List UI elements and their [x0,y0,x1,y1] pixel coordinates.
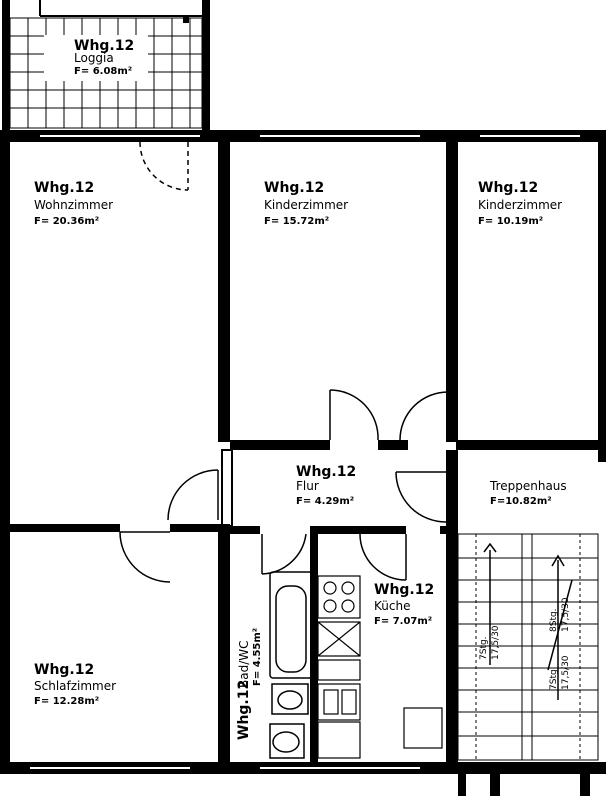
room-label-schlafzimmer: Whg.12 Schlafzimmer F= 12.28m² [34,662,116,707]
svg-text:F=10.82m²: F=10.82m² [490,496,552,507]
bathtub [269,571,313,679]
svg-text:Treppenhaus: Treppenhaus [489,479,567,493]
washbasin [271,683,309,715]
svg-text:Whg.12: Whg.12 [34,180,94,196]
svg-text:Küche: Küche [374,599,410,613]
svg-text:Flur: Flur [296,479,319,493]
stairwell [457,533,599,761]
svg-text:Wohnzimmer: Wohnzimmer [34,198,113,212]
svg-text:Loggia: Loggia [74,51,114,65]
svg-text:F= 20.36m²: F= 20.36m² [34,216,99,227]
stair-label-right-lower: 7Stg. 17,5/30 [549,655,571,690]
svg-text:17,5/30: 17,5/30 [491,625,501,660]
room-label-wohnzimmer: Whg.12 Wohnzimmer F= 20.36m² [34,180,113,227]
bathroom-fixtures [269,571,313,759]
svg-text:Kinderzimmer: Kinderzimmer [264,198,348,212]
kitchen-fixtures [317,575,443,759]
loggia-area [2,0,210,130]
svg-text:Kinderzimmer: Kinderzimmer [478,198,562,212]
room-label-kinderzimmer-1: Whg.12 Kinderzimmer F= 15.72m² [264,180,348,227]
svg-text:F= 4.29m²: F= 4.29m² [296,496,354,507]
stair-columns [458,766,590,796]
svg-text:Whg.12: Whg.12 [296,464,356,480]
svg-text:Whg.12: Whg.12 [478,180,538,196]
svg-text:Bad/WC: Bad/WC [237,641,251,689]
svg-text:8Stg.: 8Stg. [549,608,559,632]
kitchen-sink [317,683,361,721]
svg-text:F= 10.19m²: F= 10.19m² [478,216,543,227]
stove [317,575,361,619]
stair-label-right: 8Stg. 17,5/30 [549,597,571,632]
svg-text:Whg.12: Whg.12 [236,680,252,740]
room-label-kinderzimmer-2: Whg.12 Kinderzimmer F= 10.19m² [478,180,562,227]
svg-text:Whg.12: Whg.12 [74,38,134,54]
room-label-flur: Whg.12 Flur F= 4.29m² [296,464,356,507]
svg-text:F= 4.55m²: F= 4.55m² [252,628,263,686]
svg-text:17,5/30: 17,5/30 [561,655,571,690]
room-label-bad: Whg.12 Bad/WC F= 4.55m² [236,628,263,740]
kitchen-cabinet [403,707,443,749]
svg-text:Schlafzimmer: Schlafzimmer [34,679,116,693]
svg-text:Whg.12: Whg.12 [374,582,434,598]
stair-label-left: 7Stg. 17,5/30 [479,625,501,660]
svg-text:17,5/30: 17,5/30 [561,597,571,632]
svg-text:Whg.12: Whg.12 [264,180,324,196]
doors [119,141,449,583]
room-label-loggia: Whg.12 Loggia F= 6.08m² [74,38,134,77]
room-label-kueche: Whg.12 Küche F= 7.07m² [374,582,434,627]
room-label-treppenhaus: Treppenhaus F=10.82m² [489,479,567,507]
svg-text:F= 15.72m²: F= 15.72m² [264,216,329,227]
svg-text:7Stg.: 7Stg. [479,636,489,660]
svg-text:F= 12.28m²: F= 12.28m² [34,696,99,707]
svg-text:F= 7.07m²: F= 7.07m² [374,616,432,627]
svg-text:7Stg.: 7Stg. [549,666,559,690]
toilet [269,723,305,759]
svg-text:F= 6.08m²: F= 6.08m² [74,66,132,77]
svg-text:Whg.12: Whg.12 [34,662,94,678]
